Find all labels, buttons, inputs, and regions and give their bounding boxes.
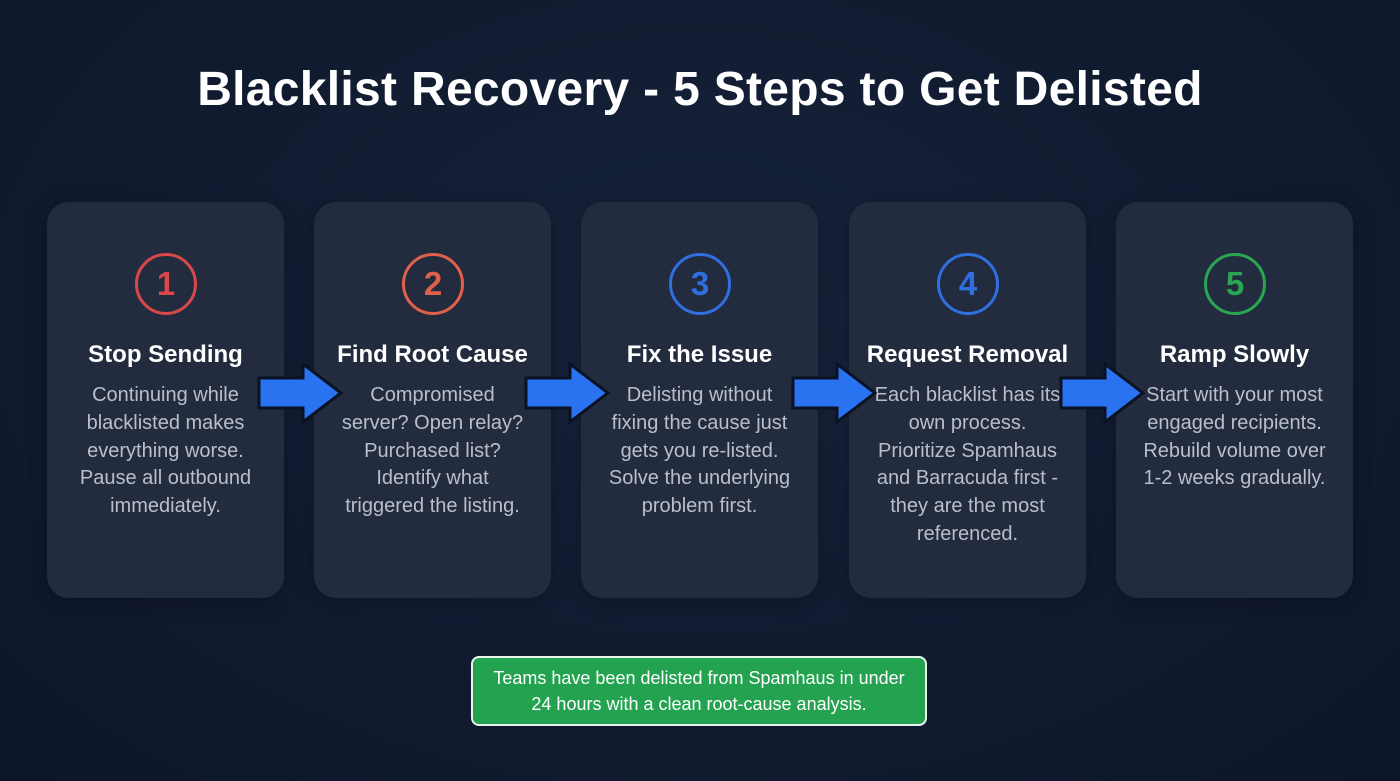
arrow-right-icon <box>524 362 610 424</box>
step-card-4: 4 Request Removal Each blacklist has its… <box>849 202 1086 598</box>
step-title: Request Removal <box>866 341 1069 368</box>
callout-note: Teams have been delisted from Spamhaus i… <box>471 656 927 726</box>
step-card-1: 1 Stop Sending Continuing while blacklis… <box>47 202 284 598</box>
step-description: Start with your most engaged recipients.… <box>1143 384 1326 490</box>
step-card-2: 2 Find Root Cause Compromised server? Op… <box>314 202 551 598</box>
step-description: Delisting without fixing the cause just … <box>608 384 791 518</box>
step-description: Compromised server? Open relay? Purchase… <box>341 384 524 518</box>
step-card-3: 3 Fix the Issue Delisting without fixing… <box>581 202 818 598</box>
arrow-right-icon <box>1059 362 1145 424</box>
step-description: Continuing while blacklisted makes every… <box>79 384 252 518</box>
arrow-right-icon <box>257 362 343 424</box>
step-number-badge: 1 <box>135 253 197 315</box>
step-number-badge: 2 <box>402 253 464 315</box>
step-number-badge: 4 <box>937 253 999 315</box>
arrow-right-icon <box>791 362 877 424</box>
step-title: Stop Sending <box>88 341 243 368</box>
step-title: Find Root Cause <box>337 341 528 368</box>
step-title: Ramp Slowly <box>1159 341 1310 368</box>
step-description: Each blacklist has its own process. Prio… <box>874 384 1061 545</box>
step-number-badge: 3 <box>669 253 731 315</box>
step-card-5: 5 Ramp Slowly Start with your most engag… <box>1116 202 1353 598</box>
page-title: Blacklist Recovery - 5 Steps to Get Deli… <box>197 63 1203 116</box>
step-title: Fix the Issue <box>626 341 773 368</box>
step-number-badge: 5 <box>1204 253 1266 315</box>
